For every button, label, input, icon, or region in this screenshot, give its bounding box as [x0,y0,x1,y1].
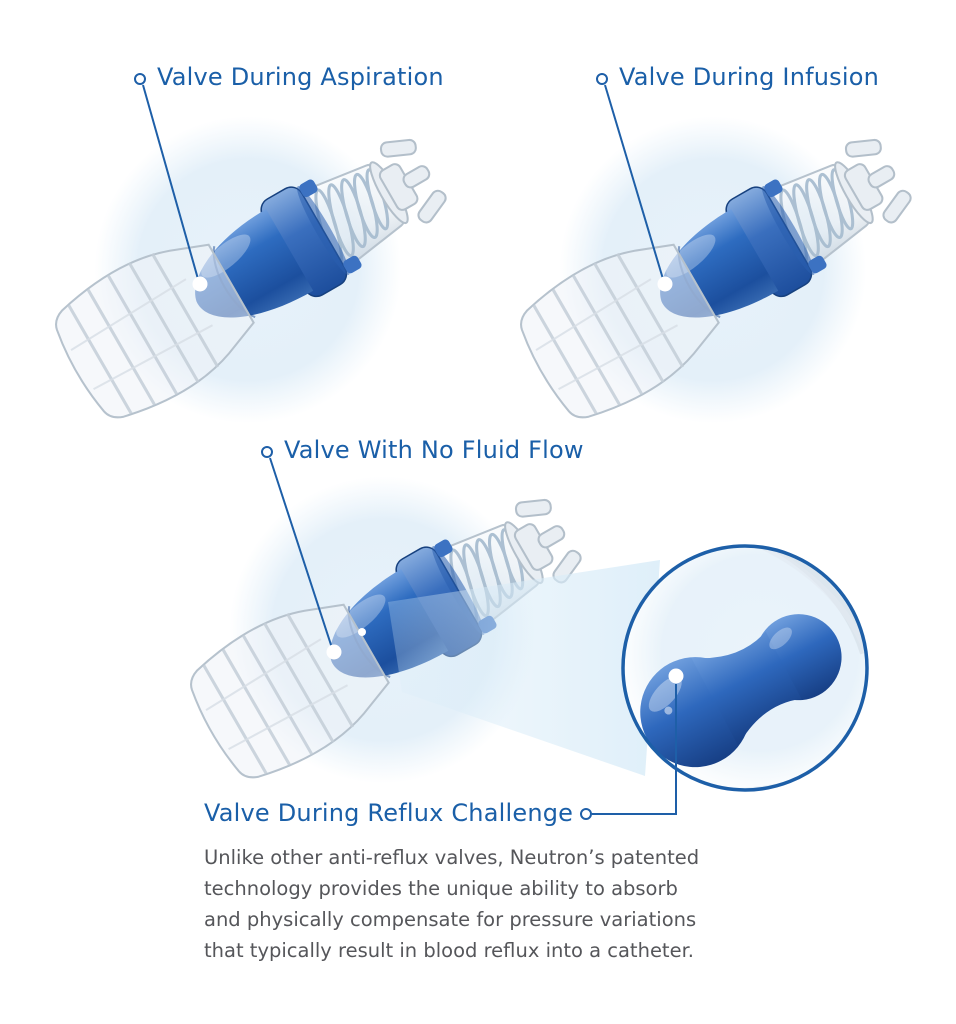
label-valve-during-aspiration: Valve During Aspiration [157,63,444,91]
reflux-description-line: Unlike other anti-reflux valves, Neutron… [204,846,700,869]
reflux-description-line: that typically result in blood reflux in… [204,939,695,962]
reflux-description-line: technology provides the unique ability t… [204,877,678,900]
reflux-description: Unlike other anti-reflux valves, Neutron… [204,842,724,966]
magnifier-border [621,544,869,792]
reflux-magnifier-circle [621,544,869,792]
compressed-valve-dumbbell [640,614,842,768]
label-valve-during-infusion: Valve During Infusion [619,63,880,91]
valve-infusion-illustration [493,108,933,441]
reflux-description-line: and physically compensate for pressure v… [204,908,697,931]
reflux-target-dot-icon [668,668,684,684]
reflux-leader-line [592,684,677,815]
infusion-leader-ring-icon [596,73,608,85]
aspiration-leader-ring-icon [134,73,146,85]
magnifier-contents [625,546,867,790]
no-flow-leader-ring-icon [261,446,273,458]
valve-aspiration-illustration [28,108,468,441]
label-valve-reflux-challenge: Valve During Reflux Challenge [204,799,574,827]
label-valve-no-fluid-flow: Valve With No Fluid Flow [284,436,584,464]
reflux-leader-ring-icon [580,808,592,820]
valve-no-flow-illustration [163,468,603,801]
